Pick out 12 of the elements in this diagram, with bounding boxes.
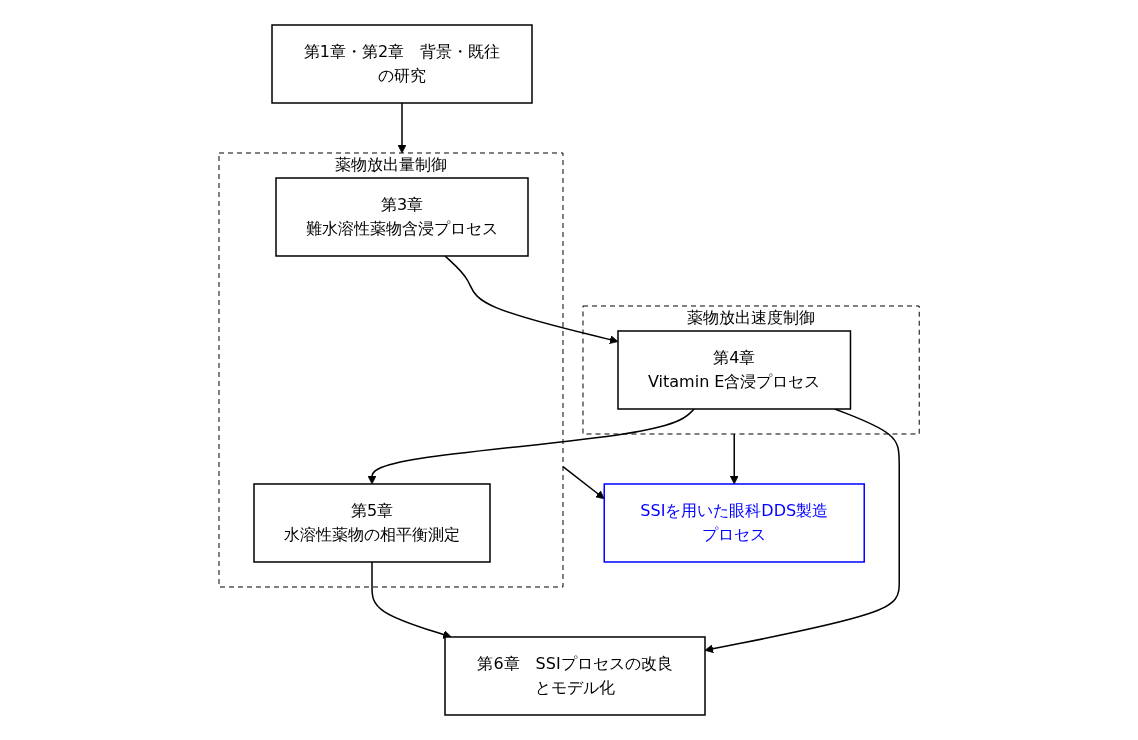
arrow [397, 102, 407, 154]
node-box: 第5章 水溶性薬物の相平衡測定 [253, 483, 491, 563]
node-box: SSIを用いた眼科DDS製造プロセス [603, 483, 865, 563]
arrow [367, 408, 695, 485]
arrow [729, 433, 739, 485]
arrow [371, 561, 452, 639]
arrow [562, 465, 605, 500]
node-box: 第3章 難水溶性薬物含浸プロセス [275, 177, 529, 257]
node-box: 第4章 Vitamin E含浸プロセス [617, 330, 852, 410]
arrow [704, 408, 900, 654]
node-box: 第1章・第2章 背景・既往の研究 [271, 24, 533, 104]
node-box: 第6章 SSIプロセスの改良とモデル化 [444, 636, 706, 716]
